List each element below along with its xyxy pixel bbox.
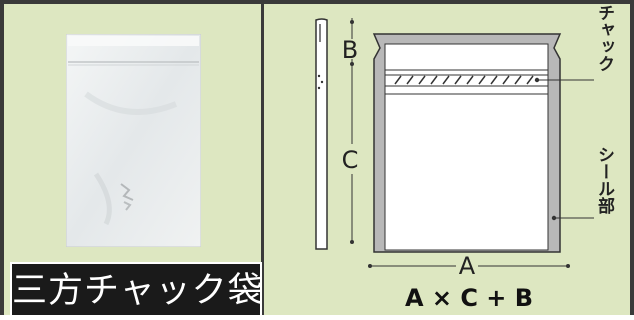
zipper-label: チャック [594,4,614,72]
seal-label: シール部 [594,146,615,215]
dimension-label-a: A [459,252,476,280]
dimension-label-b: B [342,36,358,64]
product-name-box: 三方チャック袋 [10,262,264,318]
bag-diagram: B C A チャック シール部 A × C + B [315,4,615,312]
dimension-label-c: C [342,146,359,174]
dimension-line-vertical [350,18,354,244]
size-formula: A × C + B [405,284,533,312]
dimension-line-horizontal [368,264,570,268]
zipper-leader [534,77,594,83]
diagram-panel: B C A チャック シール部 A × C + B [264,4,630,315]
photo-panel: 三方チャック袋 [4,4,264,318]
side-profile [315,18,328,250]
bag-photo [66,34,201,247]
seal-leader [551,215,594,221]
product-name: 三方チャック袋 [12,271,264,311]
bag-outline [372,33,562,253]
bottom-edge [0,315,634,320]
